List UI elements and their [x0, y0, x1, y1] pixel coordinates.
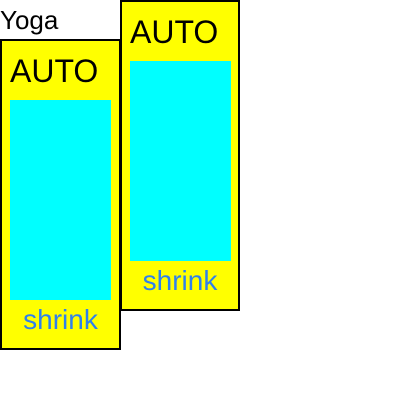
card-box: [10, 100, 111, 300]
card-2: AUTO shrink: [120, 0, 240, 311]
card-title: AUTO: [10, 53, 99, 89]
card-1: AUTO shrink: [0, 39, 121, 350]
card-box: [130, 61, 231, 261]
card-shrink-link[interactable]: shrink: [23, 304, 98, 335]
card-shrink-link[interactable]: shrink: [142, 265, 218, 296]
page-title: Yoga: [0, 5, 59, 35]
card-title: AUTO: [130, 14, 219, 50]
